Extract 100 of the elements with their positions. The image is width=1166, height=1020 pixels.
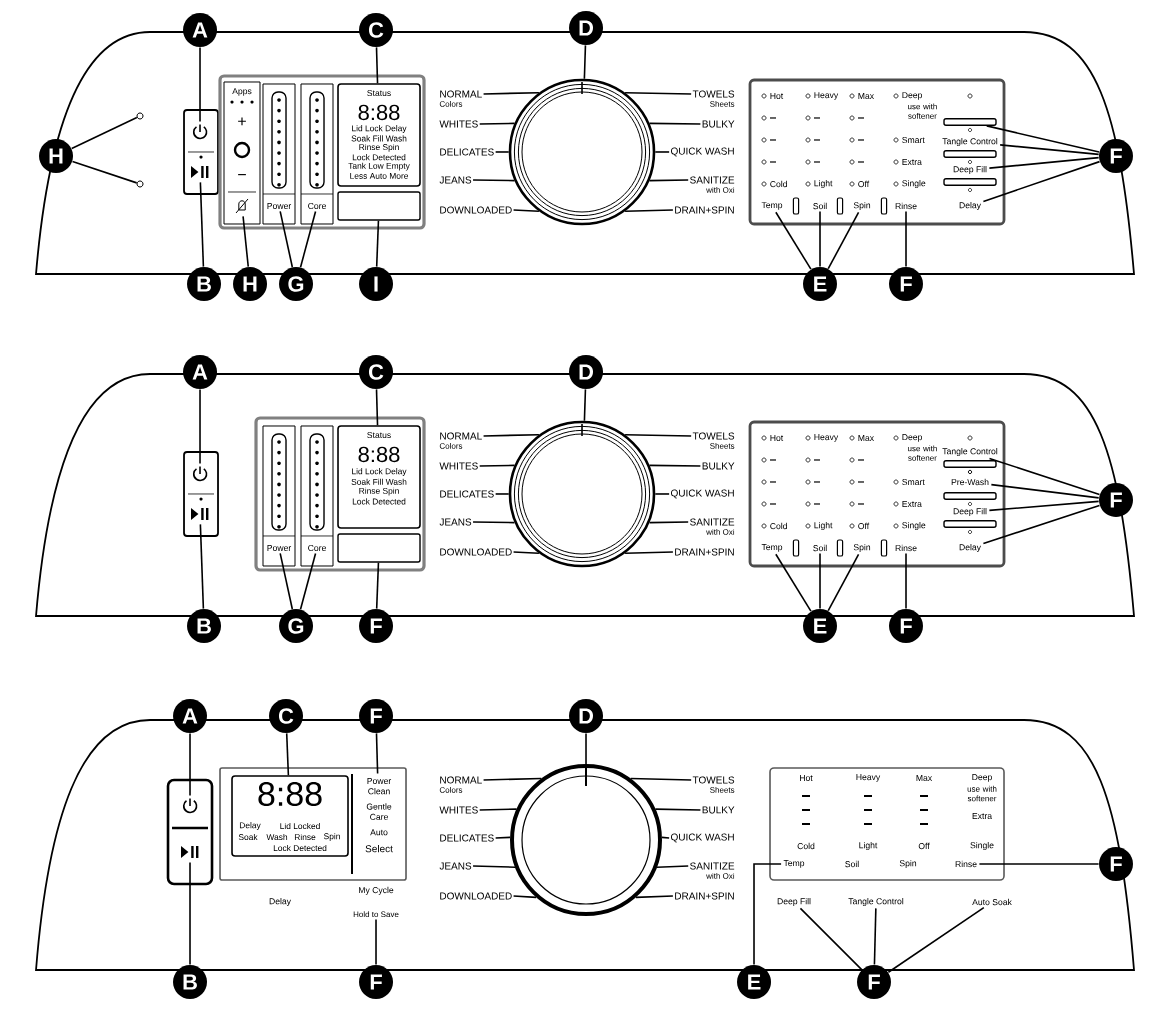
leader-line [827, 553, 860, 612]
leader-line [583, 44, 587, 80]
leader-line [494, 836, 511, 839]
leader-line [819, 210, 821, 268]
leader-line [583, 388, 587, 422]
leader-line [279, 552, 294, 610]
indicator-bar [943, 118, 997, 126]
leader-line [654, 808, 702, 811]
leader-line [629, 777, 692, 781]
leader-line [648, 122, 702, 125]
start-pause-icon [191, 508, 209, 520]
leader-line [199, 523, 205, 610]
leader-line [985, 125, 1100, 153]
callout-letter: B [173, 965, 207, 999]
leader-line [635, 895, 674, 899]
leader-line [624, 551, 674, 555]
callout-letter: G [279, 267, 313, 301]
leader-line [978, 863, 1100, 865]
mute-icon [235, 198, 249, 214]
callout-letter: D [569, 11, 603, 45]
leader-line [199, 388, 201, 465]
callout-letter: C [269, 699, 303, 733]
callout-letter: A [173, 699, 207, 733]
leader-line [482, 91, 540, 95]
callout-letter: B [187, 609, 221, 643]
leader-line [478, 464, 516, 467]
indicator-light [136, 180, 144, 188]
leader-line [482, 433, 540, 437]
leader-line [512, 551, 540, 555]
button [337, 191, 421, 221]
leader-line [982, 160, 1101, 203]
leader-line [375, 219, 380, 268]
leader-line [375, 918, 377, 966]
callout-letter: F [857, 965, 891, 999]
leader-line [189, 732, 191, 797]
leader-line [472, 521, 516, 524]
leader-line [648, 464, 702, 467]
callout-letter: C [359, 13, 393, 47]
callout-letter: E [803, 609, 837, 643]
leader-line [494, 151, 510, 153]
leader-line [375, 46, 379, 84]
leader-line [70, 116, 138, 150]
callout-letter: D [569, 699, 603, 733]
button [337, 533, 421, 563]
leader-line [654, 151, 670, 153]
leader-line [512, 895, 537, 899]
leader-line [285, 732, 290, 776]
leader-line [999, 144, 1100, 156]
callout-letter: E [737, 965, 771, 999]
callout-letter: F [1099, 139, 1133, 173]
callout-letter: H [233, 267, 267, 301]
leader-line [648, 179, 689, 182]
callout-letter: H [39, 139, 73, 173]
leader-line [661, 836, 670, 839]
leader-line [478, 122, 516, 125]
leader-line [654, 493, 670, 495]
leader-line [624, 209, 674, 213]
callout-letter: B [187, 267, 221, 301]
callout-letter: D [569, 355, 603, 389]
indicator-light [136, 112, 144, 120]
leader-line [472, 179, 516, 182]
callout-letter: F [1099, 483, 1133, 517]
power-icon [182, 797, 198, 814]
leader-line [827, 211, 860, 270]
leader-line [478, 808, 518, 811]
leader-line [199, 46, 201, 123]
leader-line [71, 160, 138, 184]
callout-letter: F [359, 965, 393, 999]
leader-line [189, 861, 191, 966]
leader-line [990, 483, 1100, 499]
callout-letter: A [183, 355, 217, 389]
leader-line [375, 732, 379, 775]
callout-letter: G [279, 609, 313, 643]
leader-line [905, 210, 907, 268]
plus-sign: + [238, 117, 246, 126]
leader-line [988, 500, 1100, 512]
leader-line [819, 552, 821, 610]
leader-line [775, 553, 812, 612]
leader-line [656, 865, 689, 868]
callout-letter: F [1099, 847, 1133, 881]
leader-line [299, 210, 317, 268]
leader-line [988, 457, 1101, 496]
power-icon [192, 465, 208, 482]
leader-line [988, 156, 1100, 169]
start-pause-icon [191, 166, 209, 178]
leader-line [482, 777, 543, 781]
leader-line [494, 493, 510, 495]
leader-line [624, 91, 692, 95]
leader-line [299, 552, 317, 610]
callout-letter: C [359, 355, 393, 389]
start-pause-icon [181, 846, 199, 858]
leader-line [512, 209, 540, 213]
leader-line [279, 210, 294, 268]
callout-letter: F [889, 267, 923, 301]
leader-line [887, 906, 985, 973]
callout-letter: E [803, 267, 837, 301]
leader-line [775, 211, 812, 270]
leader-line [873, 907, 877, 966]
cycle-selector-dial [510, 764, 662, 916]
callout-letter: F [889, 609, 923, 643]
